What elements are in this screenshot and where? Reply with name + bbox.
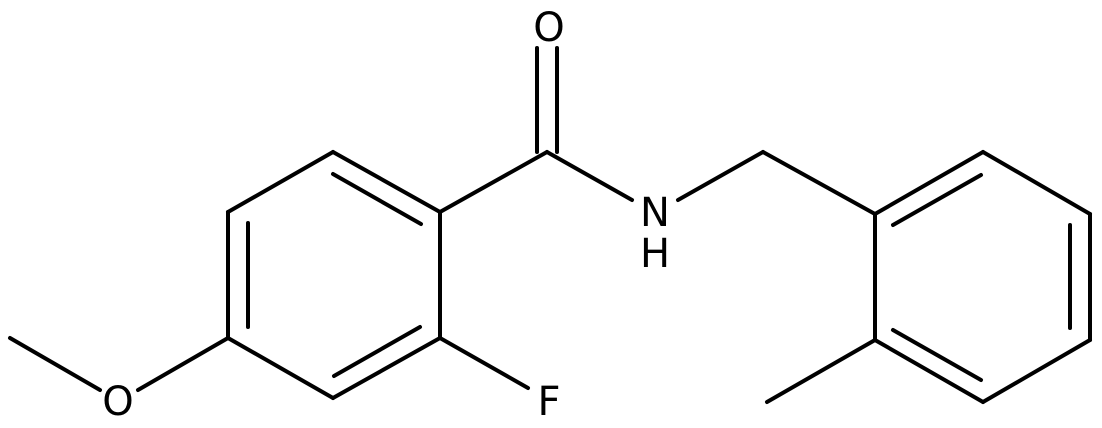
bond-carbonyl-nitrogen xyxy=(545,150,634,202)
bond-ring-methoxy-oxygen xyxy=(136,336,230,392)
methoxy-oxygen-label: O xyxy=(102,379,133,425)
ring2-double-bond-inner-3 xyxy=(891,328,983,382)
ring1-bond-c4-c5 xyxy=(226,336,335,400)
bond-ring-methyl xyxy=(765,338,877,404)
bond-ring-fluorine xyxy=(438,336,530,390)
ring1-double-bond-inner-1 xyxy=(331,172,423,226)
ring1-bond-c2-c3 xyxy=(226,150,335,214)
fluoromethoxy-benzene-ring xyxy=(226,150,442,400)
substituents xyxy=(8,336,530,392)
ring2-bond-c4-c5 xyxy=(981,338,1092,404)
methylbenzene-ring xyxy=(761,150,1092,404)
ring2-double-bond-inner-1 xyxy=(891,173,983,227)
ring1-double-bond-inner-3 xyxy=(332,325,422,378)
carbonyl-oxygen-label: O xyxy=(533,5,564,51)
ring1-bond-c1-c2 xyxy=(331,150,442,214)
amide-hydrogen-label: H xyxy=(640,231,670,277)
fluorine-label: F xyxy=(537,379,560,425)
bond-nitrogen-ch2 xyxy=(676,150,765,202)
ring2-bond-c1-c2 xyxy=(873,150,985,216)
ring2-bond-c2-c3 xyxy=(981,150,1092,216)
bond-methoxy-oxygen-methyl xyxy=(8,336,102,392)
bond-ring-carbonyl xyxy=(438,150,549,214)
ring1-bond-c5-c6 xyxy=(331,336,442,400)
ring2-bond-c5-c6 xyxy=(873,338,985,404)
amide-group xyxy=(438,46,765,214)
amide-nitrogen-label: N xyxy=(640,190,670,236)
bond-ch2-ring xyxy=(761,150,877,216)
